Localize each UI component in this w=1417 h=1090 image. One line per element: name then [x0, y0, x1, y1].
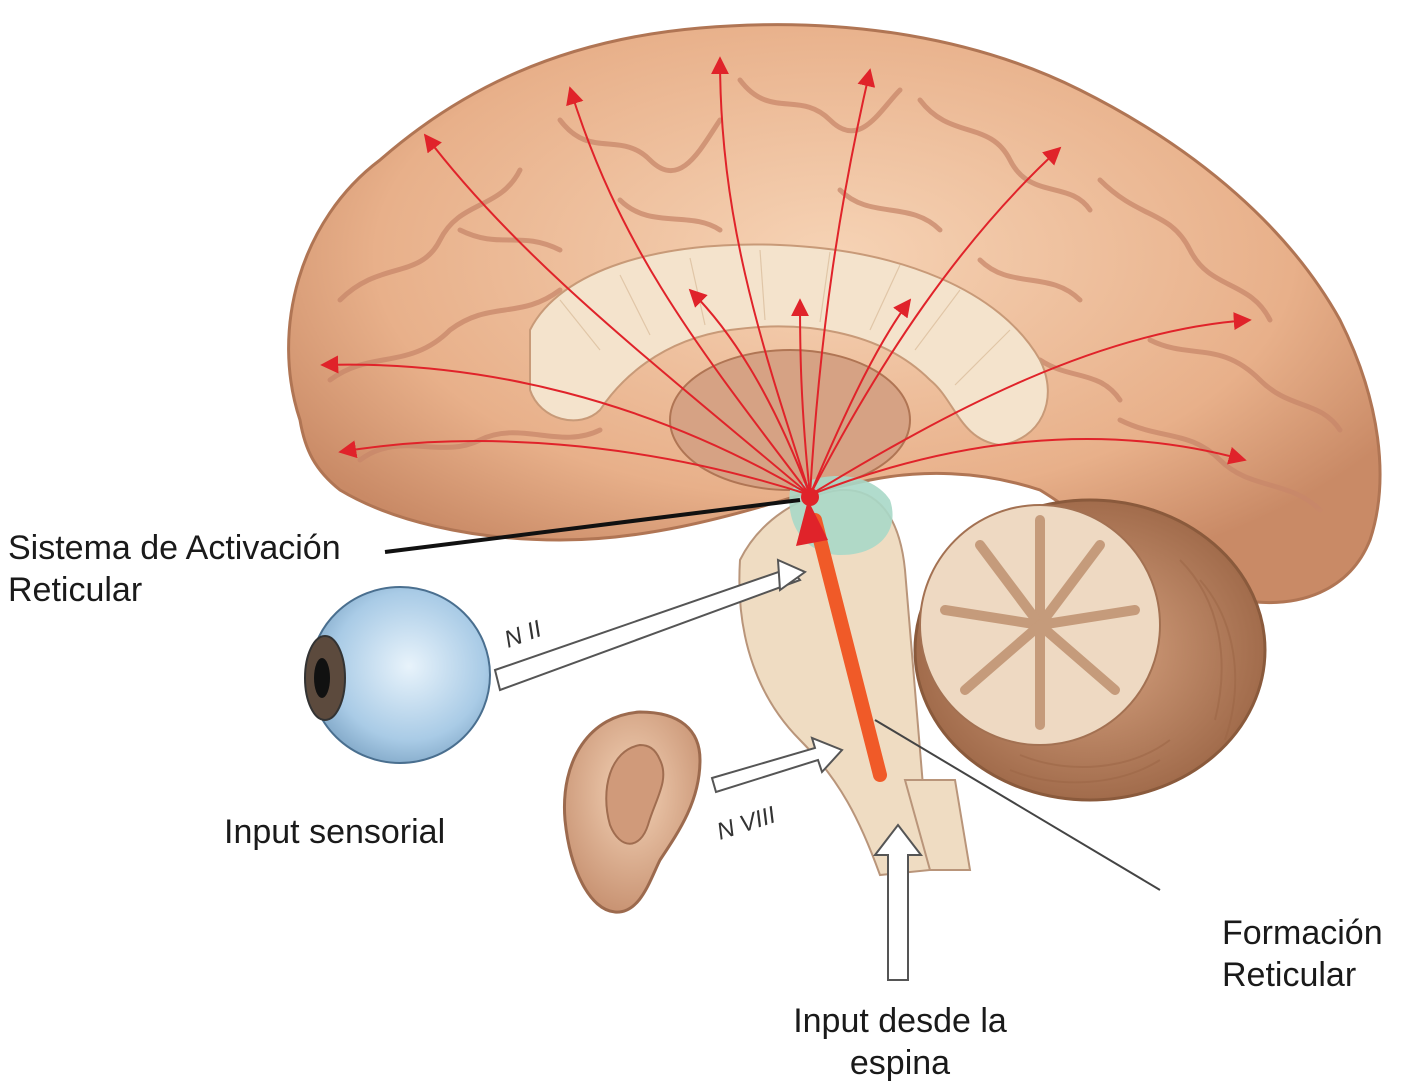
- reticular-activating-system-label: Sistema de Activación Reticular: [8, 527, 341, 611]
- reticular-formation-label: Formación Reticular: [1222, 912, 1383, 996]
- ear-illustration: [564, 712, 700, 912]
- spinal-label-line-1: Input desde la: [780, 1000, 1020, 1042]
- vestibulocochlear-nerve-label: N VIII: [714, 801, 780, 845]
- formation-label-line-1: Formación: [1222, 912, 1383, 954]
- ras-label-line-1: Sistema de Activación: [8, 527, 341, 569]
- eye-illustration: [305, 568, 800, 763]
- ras-label-line-2: Reticular: [8, 569, 341, 611]
- formation-label-line-2: Reticular: [1222, 954, 1383, 996]
- spinal-label-line-2: espina: [780, 1042, 1020, 1084]
- vestibulocochlear-arrow: [712, 738, 842, 792]
- sensory-input-label: Input sensorial: [224, 811, 445, 853]
- ras-origin-dot: [801, 488, 819, 506]
- optic-nerve-label: N II: [501, 615, 546, 653]
- spinal-input-arrow: [875, 825, 921, 980]
- spinal-input-label: Input desde la espina: [780, 1000, 1020, 1084]
